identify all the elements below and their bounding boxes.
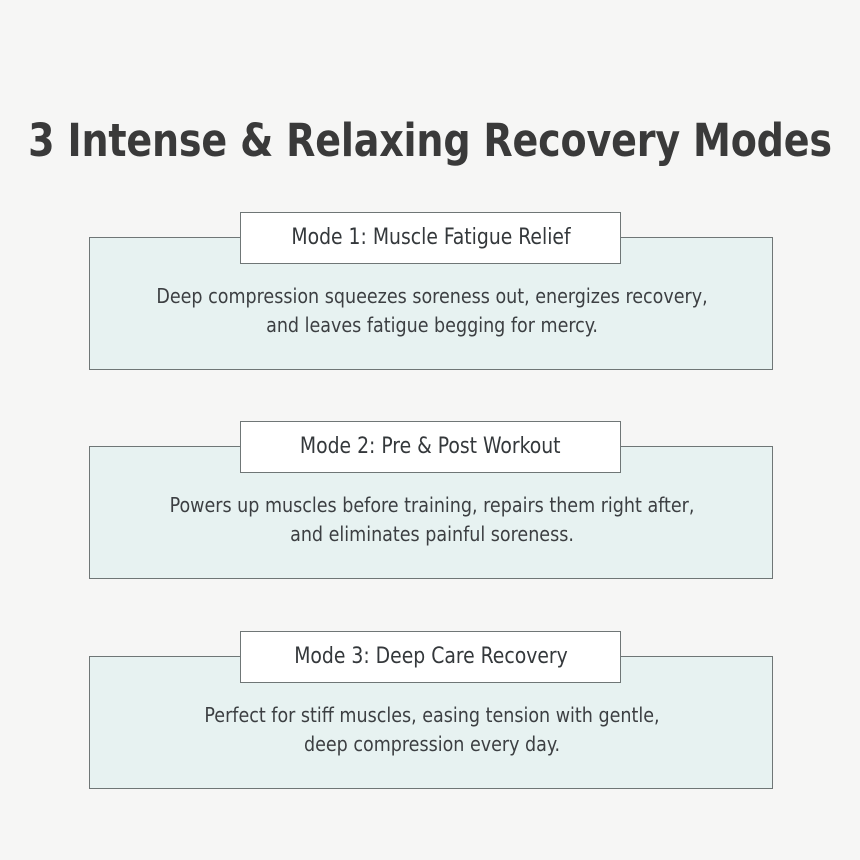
mode-card-3: Perfect for stiff muscles, easing tensio… xyxy=(0,625,860,795)
mode-card-3-badge-label: Mode 3: Deep Care Recovery xyxy=(293,644,568,669)
mode-card-2: Powers up muscles before training, repai… xyxy=(0,415,860,585)
mode-card-1: Deep compression squeezes soreness out, … xyxy=(0,206,860,376)
mode-card-2-badge-label: Mode 2: Pre & Post Workout xyxy=(300,434,561,459)
mode-card-2-badge: Mode 2: Pre & Post Workout xyxy=(240,421,621,473)
mode-card-2-description: Powers up muscles before training, repai… xyxy=(169,493,695,546)
mode-card-3-badge: Mode 3: Deep Care Recovery xyxy=(240,631,621,683)
mode-card-1-badge: Mode 1: Muscle Fatigue Relief xyxy=(240,212,621,264)
mode-card-1-description: Deep compression squeezes soreness out, … xyxy=(156,284,708,337)
mode-card-3-description: Perfect for stiff muscles, easing tensio… xyxy=(204,703,660,756)
mode-card-1-badge-label: Mode 1: Muscle Fatigue Relief xyxy=(290,225,571,250)
page-title: 3 Intense & Relaxing Recovery Modes xyxy=(28,114,832,168)
